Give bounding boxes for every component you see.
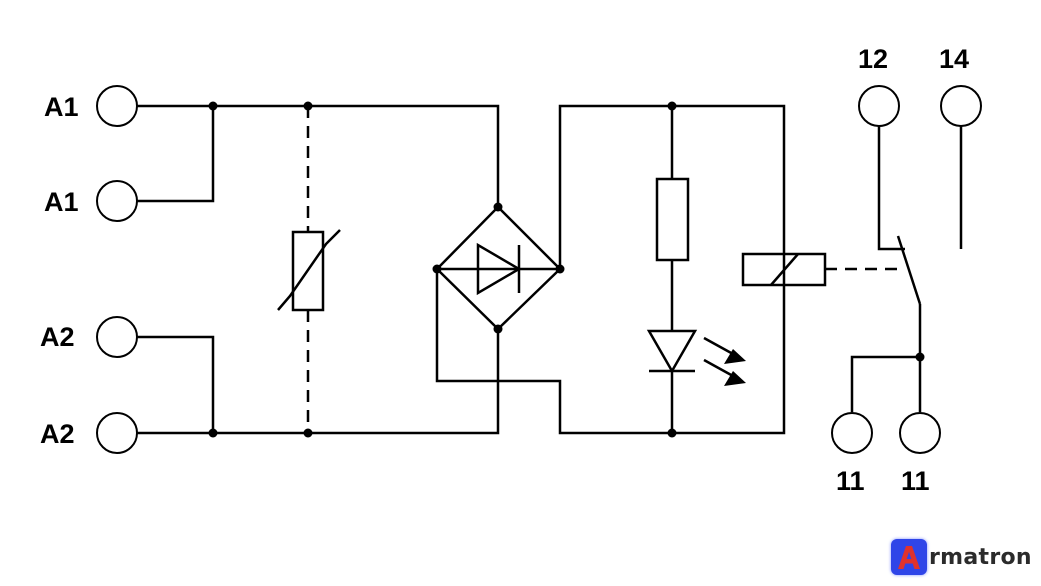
junction-node xyxy=(493,324,503,334)
junction-nodes xyxy=(208,101,925,438)
logo-text: rmatron xyxy=(929,544,1032,570)
terminal-label-a2-top: A2 xyxy=(40,322,75,352)
terminal-11-right xyxy=(899,412,941,454)
junction-node xyxy=(667,428,677,438)
terminal-12 xyxy=(858,85,900,127)
junction-node xyxy=(667,101,677,111)
terminal-14 xyxy=(940,85,982,127)
terminal-a1-top xyxy=(96,85,138,127)
led-indicator-symbol xyxy=(646,329,746,433)
junction-node xyxy=(432,264,442,274)
terminal-label-14: 14 xyxy=(939,44,969,74)
varistor-symbol xyxy=(277,106,341,433)
junction-node xyxy=(208,428,218,438)
terminal-a2-top xyxy=(96,316,138,358)
junction-node xyxy=(493,202,503,212)
terminal-label-a2-bottom: A2 xyxy=(40,419,75,449)
terminal-11-left xyxy=(831,412,873,454)
terminal-label-11-left: 11 xyxy=(836,466,865,496)
terminal-a2-bottom xyxy=(96,412,138,454)
junction-node xyxy=(303,428,313,438)
junction-node xyxy=(555,264,565,274)
bridge-rectifier-symbol xyxy=(435,205,562,331)
armatron-logo: rmatron xyxy=(891,539,1032,575)
terminal-label-11-right: 11 xyxy=(901,466,930,496)
terminal-label-a1-top: A1 xyxy=(44,92,79,122)
changeover-contact-symbol xyxy=(850,126,963,412)
terminal-a1-bottom xyxy=(96,180,138,222)
junction-node xyxy=(915,352,925,362)
logo-mark-icon xyxy=(891,539,927,575)
junction-node xyxy=(208,101,218,111)
terminal-label-a1-bottom: A1 xyxy=(44,187,79,217)
terminal-label-12: 12 xyxy=(858,44,888,74)
resistor-symbol xyxy=(655,106,690,331)
letter-a-icon xyxy=(898,546,920,569)
junction-node xyxy=(303,101,313,111)
